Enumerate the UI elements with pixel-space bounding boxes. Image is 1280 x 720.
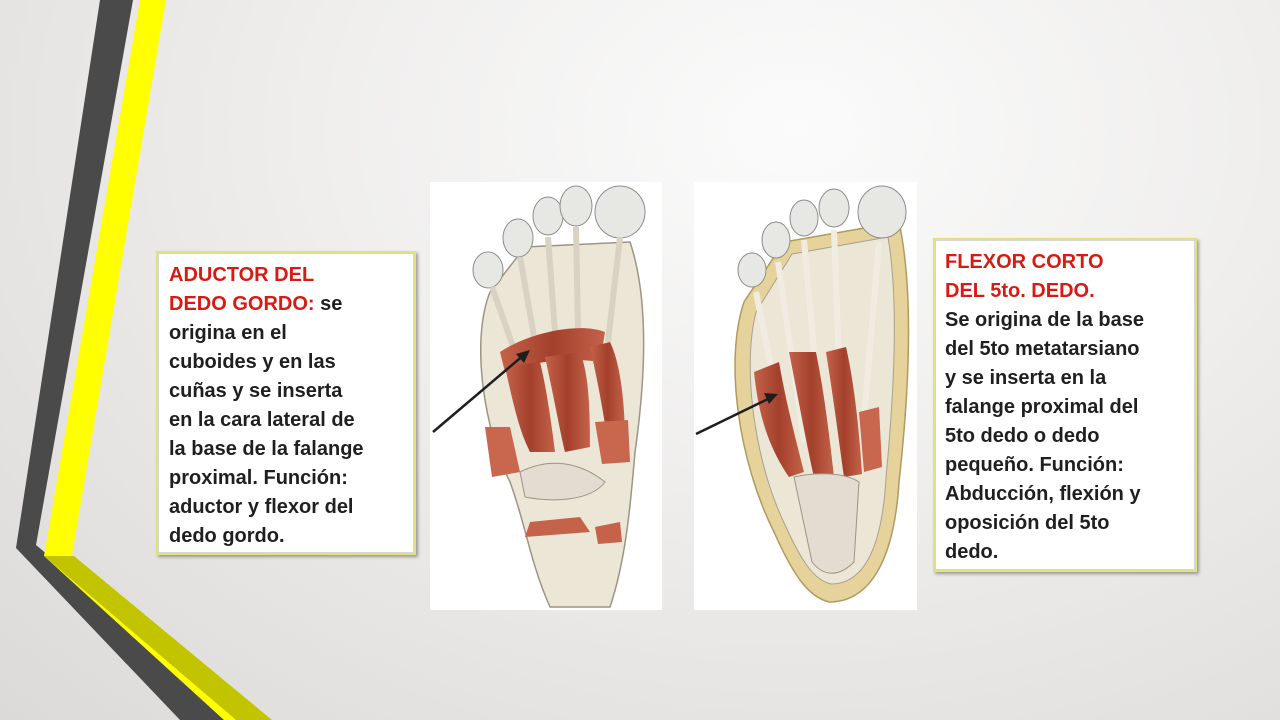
adductor-text-line: la base de la falange [169, 438, 364, 460]
flexor-title-line2: DEL 5to. DEDO. [945, 280, 1095, 302]
adductor-title-red: DEDO GORDO: [169, 293, 315, 315]
adductor-text-line: en la cara lateral de [169, 409, 355, 431]
foot-plantar-muscles-flexor-image [695, 185, 910, 603]
flexor-text-line: del 5to metatarsiano [945, 338, 1140, 360]
flexor-text-line: Se origina de la base [945, 309, 1144, 331]
adductor-title-line2: DEDO GORDO: se [169, 290, 406, 319]
adductor-description-box: ADUCTOR DEL DEDO GORDO: se origina en el… [156, 251, 416, 555]
foot-plantar-muscles-adductor-image [432, 185, 646, 608]
flexor-text-line: pequeño. Función: [945, 454, 1124, 476]
flexor-title-line1: FLEXOR CORTO [945, 251, 1104, 273]
flexor-text-line: y se inserta en la [945, 367, 1107, 389]
adductor-text-line: aductor y flexor del [169, 496, 354, 518]
adductor-text-line: cuñas y se inserta [169, 380, 343, 402]
adductor-title-line1: ADUCTOR DEL [169, 264, 315, 286]
adductor-text-line: proximal. Función: [169, 467, 348, 489]
dark-gray-stripe [16, 0, 244, 720]
adductor-title-rest: se [314, 293, 343, 315]
yellow-stripe [44, 0, 255, 720]
foot-anatomy-image-left [430, 182, 662, 610]
flexor-description-box: FLEXOR CORTO DEL 5to. DEDO. Se origina d… [933, 238, 1197, 572]
flexor-text-line: oposición del 5to [945, 512, 1110, 534]
flexor-text-line: dedo. [945, 541, 999, 563]
flexor-text-line: 5to dedo o dedo [945, 425, 1100, 447]
flexor-text-line: Abducción, flexión y [945, 483, 1141, 505]
adductor-text-line: origina en el [169, 322, 287, 344]
foot-anatomy-image-right [694, 182, 917, 610]
adductor-text-line: dedo gordo. [169, 525, 285, 547]
olive-stripe [44, 556, 272, 720]
adductor-text-line: cuboides y en las [169, 351, 336, 373]
flexor-text-line: falange proximal del [945, 396, 1139, 418]
